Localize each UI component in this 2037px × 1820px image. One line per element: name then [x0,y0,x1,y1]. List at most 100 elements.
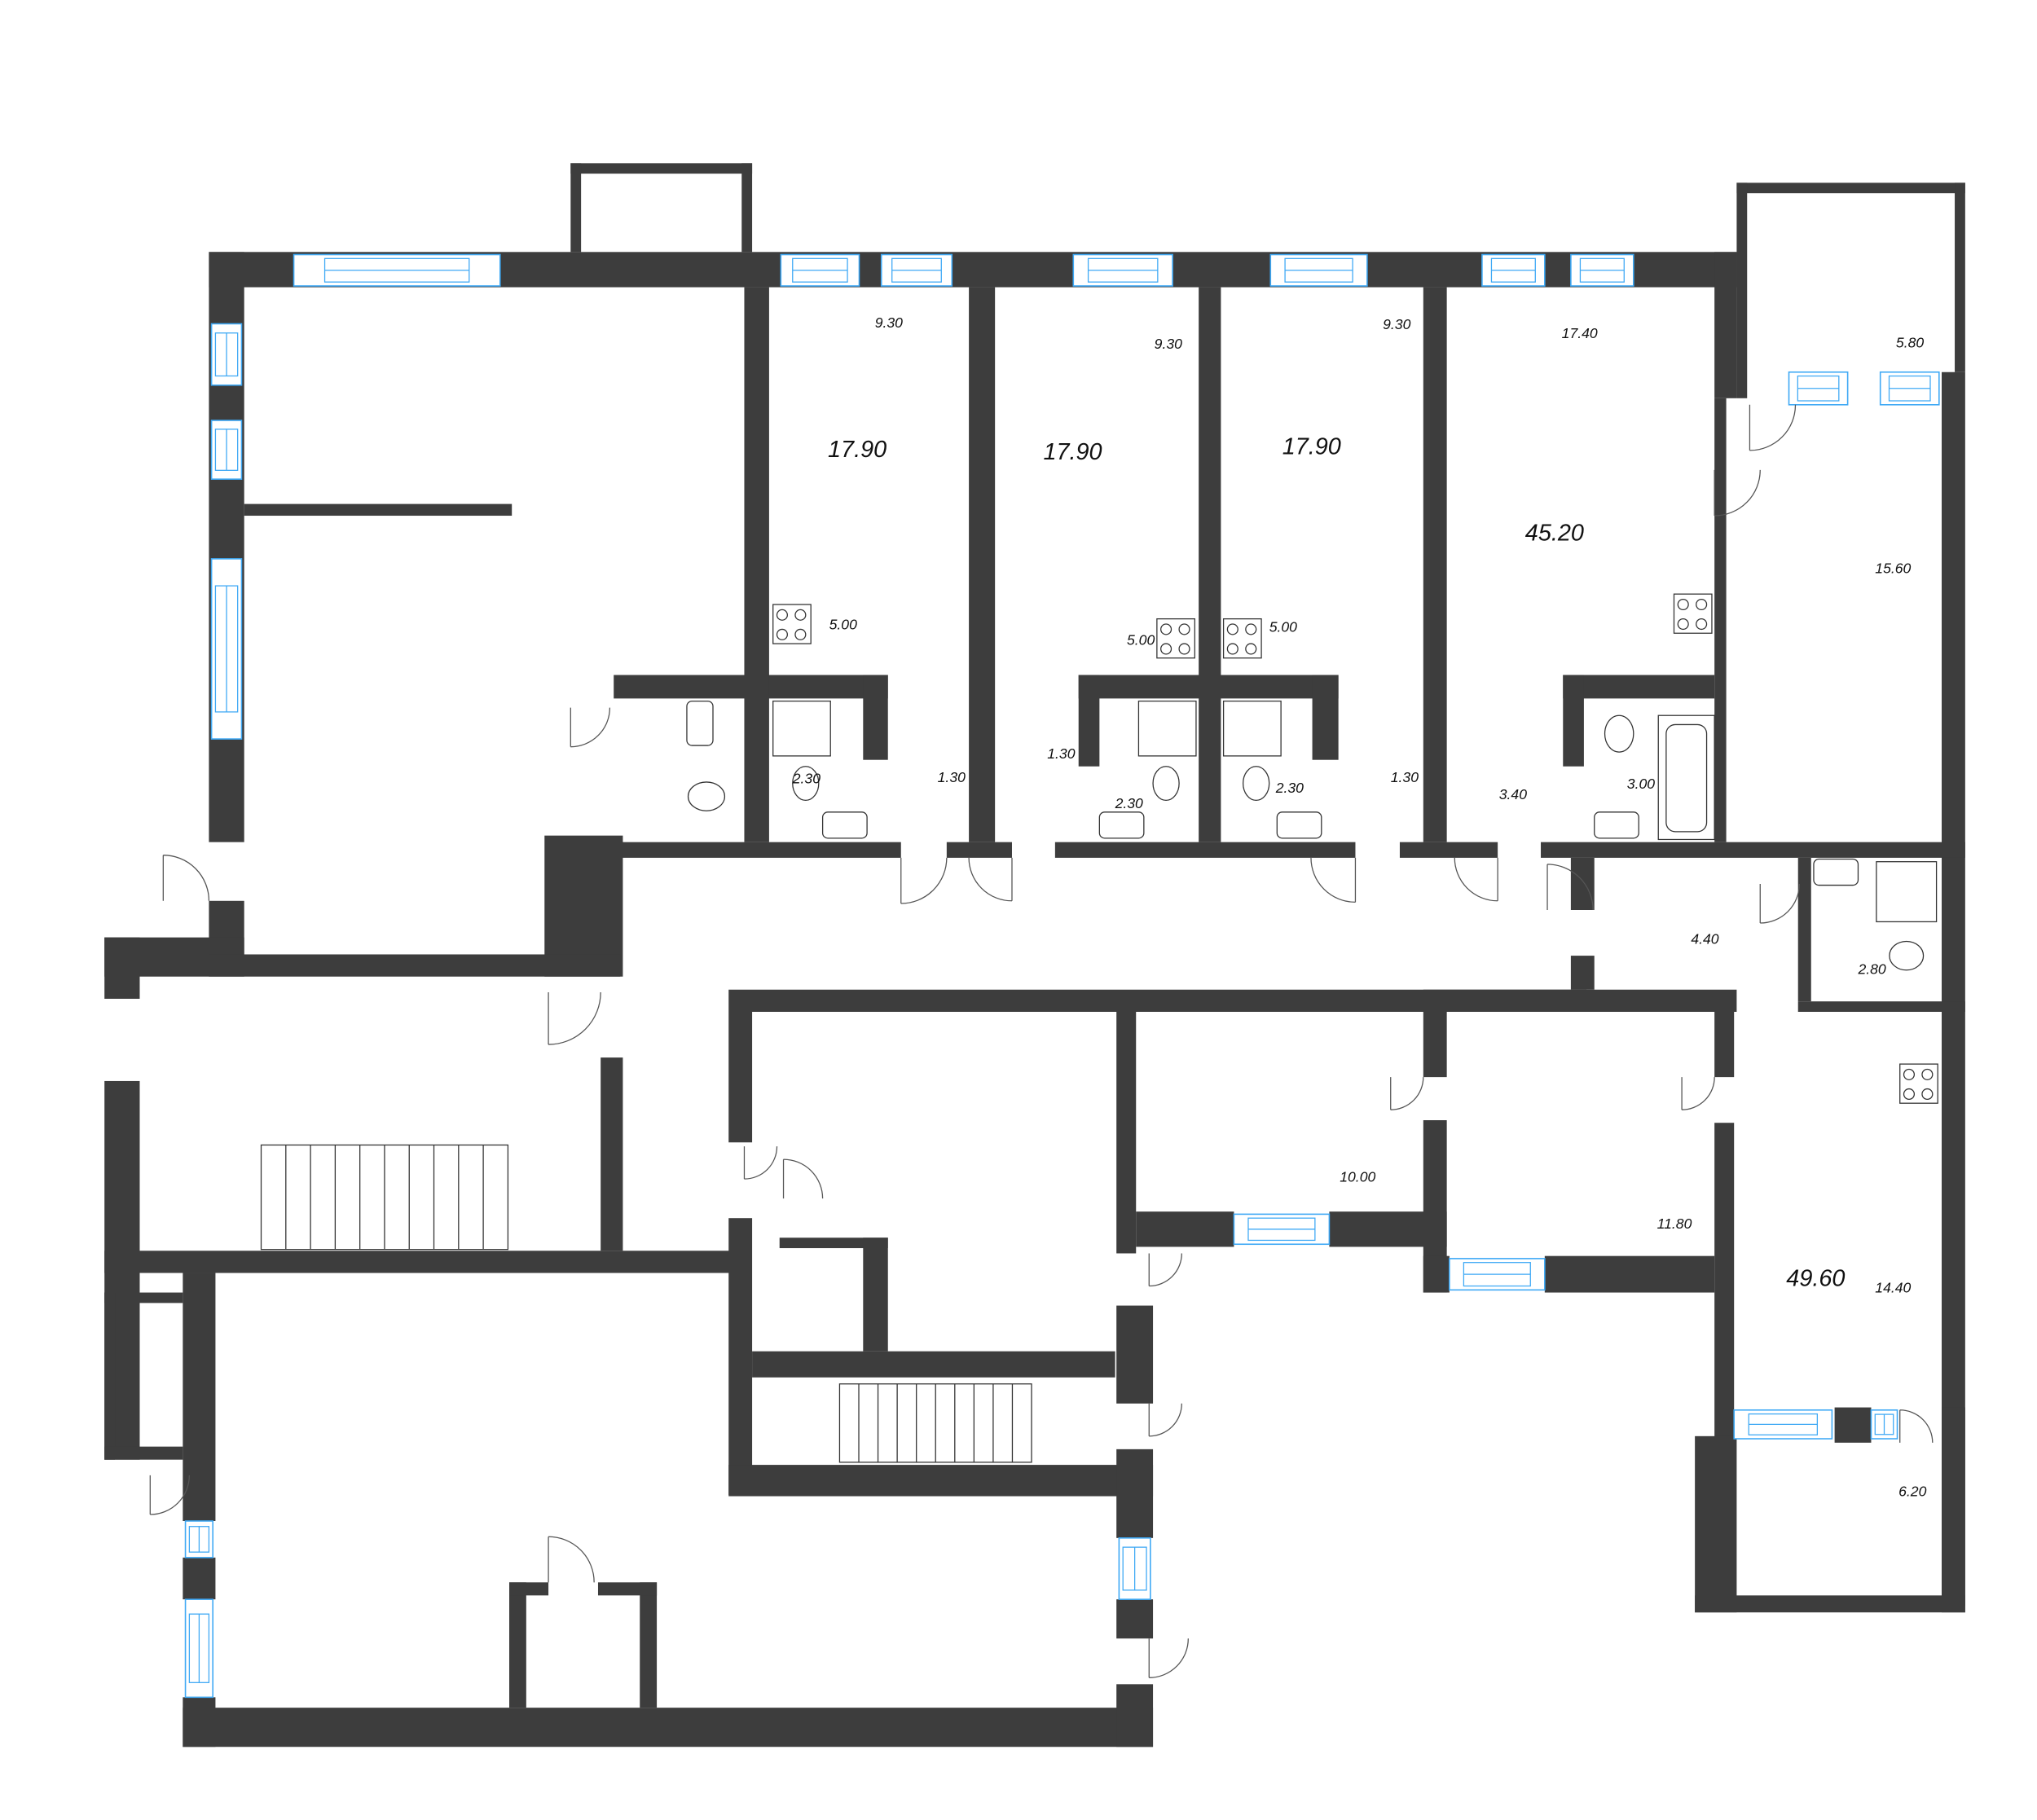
room-area: 2.30 [792,771,821,787]
wall [1736,182,1965,194]
door[interactable] [900,857,948,904]
window [1481,253,1546,287]
wall [1541,842,1965,858]
window [184,1598,214,1699]
wall [1116,1684,1154,1747]
room-area: 1.30 [938,769,966,785]
window [1233,1213,1331,1246]
stairs-left [260,1144,509,1251]
room-area: 5.80 [1896,334,1924,350]
door[interactable] [1148,1253,1182,1287]
room-area: 6.20 [1898,1484,1926,1500]
wall [104,1251,732,1273]
room-area: 2.30 [1275,780,1304,796]
door[interactable] [1681,1077,1715,1110]
doors [149,404,1934,1678]
wall [104,1292,116,1460]
stove-icon [1222,618,1262,659]
door[interactable] [1759,883,1800,924]
wall [1695,1435,1737,1613]
toilet-icon [687,714,1925,971]
window [1570,253,1634,287]
wall [1423,1255,1450,1293]
wall [1078,675,1100,767]
window [1870,1409,1898,1440]
room-area: 4.40 [1691,931,1718,947]
door[interactable] [548,1536,595,1583]
room-area: 5.00 [1269,619,1297,635]
wall [1423,989,1737,1012]
apartment-total-area: 17.90 [828,437,887,463]
door[interactable] [548,991,601,1045]
wall [104,937,140,999]
door[interactable] [149,1475,191,1515]
window [1449,1258,1546,1291]
door[interactable] [1546,864,1594,911]
window [1118,1537,1151,1600]
wall [1563,675,1584,767]
wall [509,1582,549,1596]
wall [1312,675,1339,760]
wall [1136,1211,1234,1247]
window [210,558,243,740]
wall [1544,1255,1715,1293]
room-area: 1.30 [1391,769,1419,785]
door[interactable] [1310,857,1357,903]
door[interactable] [1148,1403,1182,1437]
wall [1116,1305,1154,1404]
wall [741,163,753,253]
wall [863,675,888,760]
wall [597,1582,658,1596]
wall [1116,1012,1137,1254]
window [1879,371,1940,406]
wall [183,1708,1154,1747]
wall [1834,1407,1872,1443]
door[interactable] [1454,857,1498,902]
window [1788,371,1849,406]
wall [744,675,769,842]
door[interactable] [1148,1638,1189,1678]
door[interactable] [1899,1409,1934,1443]
door[interactable] [162,855,210,901]
wall [1199,287,1221,842]
wall [1116,1599,1154,1639]
door[interactable] [1390,1077,1424,1110]
apartment-total-area: 45.20 [1525,520,1584,546]
wall [1797,857,1811,1002]
area-labels: 9.30 9.30 9.30 17.40 5.80 17.90 17.90 17… [792,314,1927,1499]
wall [1714,1012,1735,1078]
door[interactable] [743,1146,778,1180]
wall [1423,1012,1447,1078]
shower-icon [772,700,1938,923]
window [184,1520,214,1558]
wall [1399,842,1498,858]
room-area: 11.80 [1657,1216,1692,1232]
wall [570,163,753,174]
stove-icon [772,604,812,644]
door[interactable] [782,1158,824,1199]
wall [1942,1407,1965,1613]
wall [1942,371,1965,1607]
wall [728,1218,753,1495]
wall [1078,675,1339,699]
wall [104,1292,183,1303]
room-area: 9.30 [1155,336,1182,352]
stove-icon [1156,618,1195,659]
wall [1695,1595,1965,1613]
window [780,253,860,287]
wall [244,503,513,517]
door[interactable] [1714,469,1761,517]
wall [1054,842,1356,858]
wall [614,842,901,858]
stairs-center [838,1383,1032,1463]
room-area: 9.30 [1383,316,1410,332]
window [1733,1409,1833,1440]
door[interactable] [1749,404,1797,451]
walls [104,163,1965,1747]
sink-icon [686,700,1859,886]
window [293,253,501,287]
door[interactable] [570,707,611,748]
door[interactable] [968,857,1013,902]
wall [946,842,1012,858]
